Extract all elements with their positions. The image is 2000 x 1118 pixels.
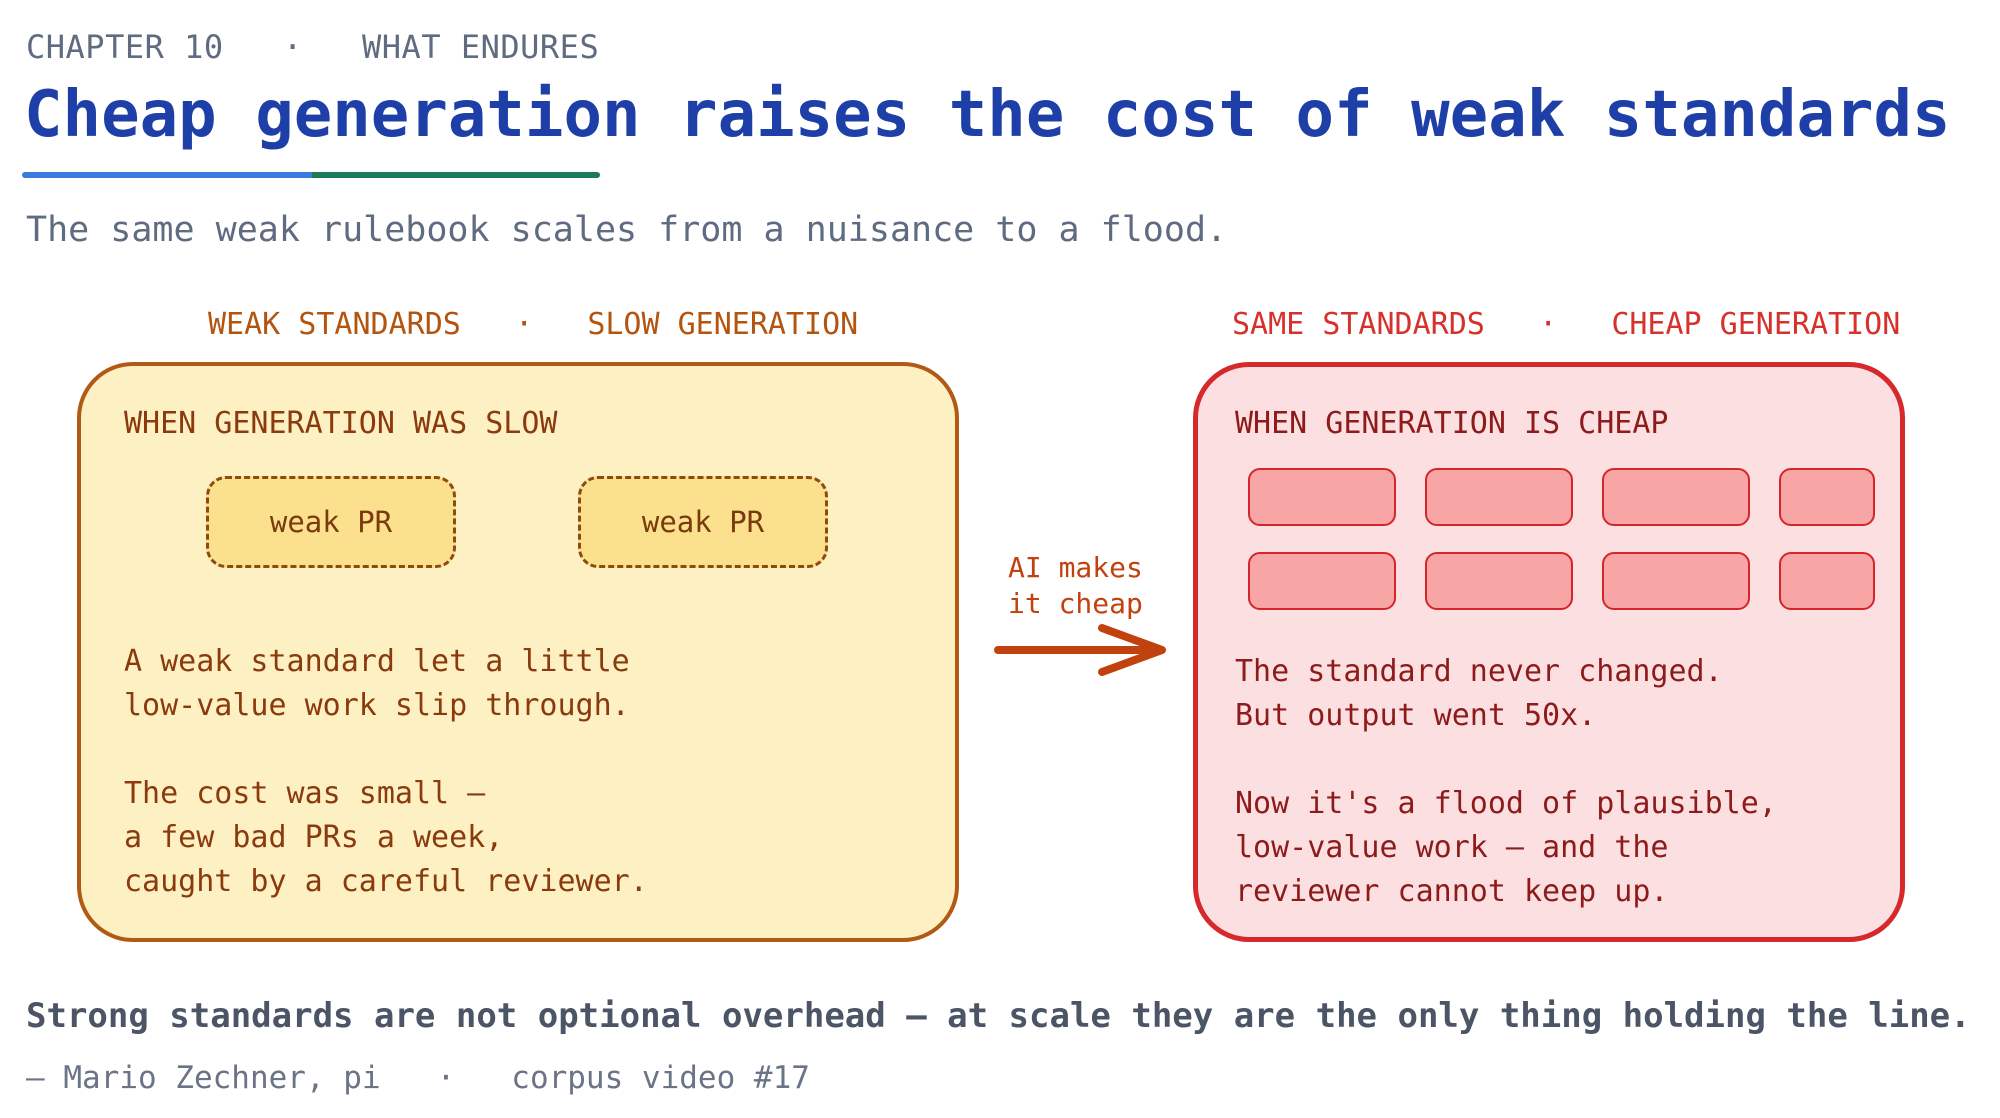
left-panel-heading: WEAK STANDARDS · SLOW GENERATION — [208, 307, 858, 342]
description-line: a few bad PRs a week, — [124, 820, 504, 855]
output-block — [1425, 468, 1573, 526]
right-heading-generation: CHEAP GENERATION — [1611, 307, 1901, 342]
chapter-label: CHAPTER 10 · WHAT ENDURES — [26, 28, 599, 66]
page-subtitle: The same weak rulebook scales from a nui… — [26, 210, 1228, 250]
separator-dot: · — [1539, 307, 1558, 342]
right-arrow-icon — [994, 624, 1166, 676]
output-block — [1602, 468, 1750, 526]
separator-dot: · — [436, 1060, 456, 1096]
slow-generation-label: WHEN GENERATION WAS SLOW — [124, 406, 558, 441]
description-line: reviewer cannot keep up. — [1235, 874, 1669, 909]
cheap-generation-panel — [1193, 362, 1905, 942]
slow-generation-panel — [77, 362, 959, 942]
attribution: — Mario Zechner, pi · corpus video #17 — [26, 1060, 810, 1096]
description-line — [1235, 738, 1777, 782]
weak-pr-box: weak PR — [206, 476, 456, 568]
output-block — [1602, 552, 1750, 610]
right-heading-standards: SAME STANDARDS — [1232, 307, 1485, 342]
description-line: But output went 50x. — [1235, 698, 1597, 733]
title-underline-blue — [22, 172, 312, 178]
output-block — [1779, 552, 1875, 610]
description-line: The standard never changed. — [1235, 654, 1723, 689]
arrow-label-line: it cheap — [1008, 587, 1143, 620]
output-block — [1248, 468, 1396, 526]
quote-author: — Mario Zechner, pi — [26, 1060, 381, 1096]
description-line: A weak standard let a little — [124, 644, 630, 679]
output-block — [1779, 468, 1875, 526]
left-heading-generation: SLOW GENERATION — [587, 307, 859, 342]
separator-dot: · — [282, 28, 303, 66]
description-line: The cost was small — — [124, 776, 486, 811]
description-line: low-value work — and the — [1235, 830, 1669, 865]
separator-dot: · — [515, 307, 534, 342]
output-block — [1248, 552, 1396, 610]
description-line: Now it's a flood of plausible, — [1235, 786, 1777, 821]
cheap-generation-description: The standard never changed. But output we… — [1235, 650, 1777, 914]
section-name: WHAT ENDURES — [362, 28, 600, 66]
chapter-number: CHAPTER 10 — [26, 28, 224, 66]
closing-quote: Strong standards are not optional overhe… — [26, 996, 1971, 1036]
title-underline-green — [312, 172, 600, 178]
slow-generation-description: A weak standard let a little low-value wo… — [124, 640, 648, 904]
description-line: caught by a careful reviewer. — [124, 864, 648, 899]
quote-source: corpus video #17 — [511, 1060, 810, 1096]
description-line — [124, 728, 648, 772]
right-panel-heading: SAME STANDARDS · CHEAP GENERATION — [1232, 307, 1900, 342]
weak-pr-box: weak PR — [578, 476, 828, 568]
page-title: Cheap generation raises the cost of weak… — [24, 78, 1951, 152]
description-line: low-value work slip through. — [124, 688, 630, 723]
cheap-generation-label: WHEN GENERATION IS CHEAP — [1235, 406, 1669, 441]
output-block — [1425, 552, 1573, 610]
arrow-label-line: AI makes — [1008, 551, 1143, 584]
left-heading-standards: WEAK STANDARDS — [208, 307, 461, 342]
